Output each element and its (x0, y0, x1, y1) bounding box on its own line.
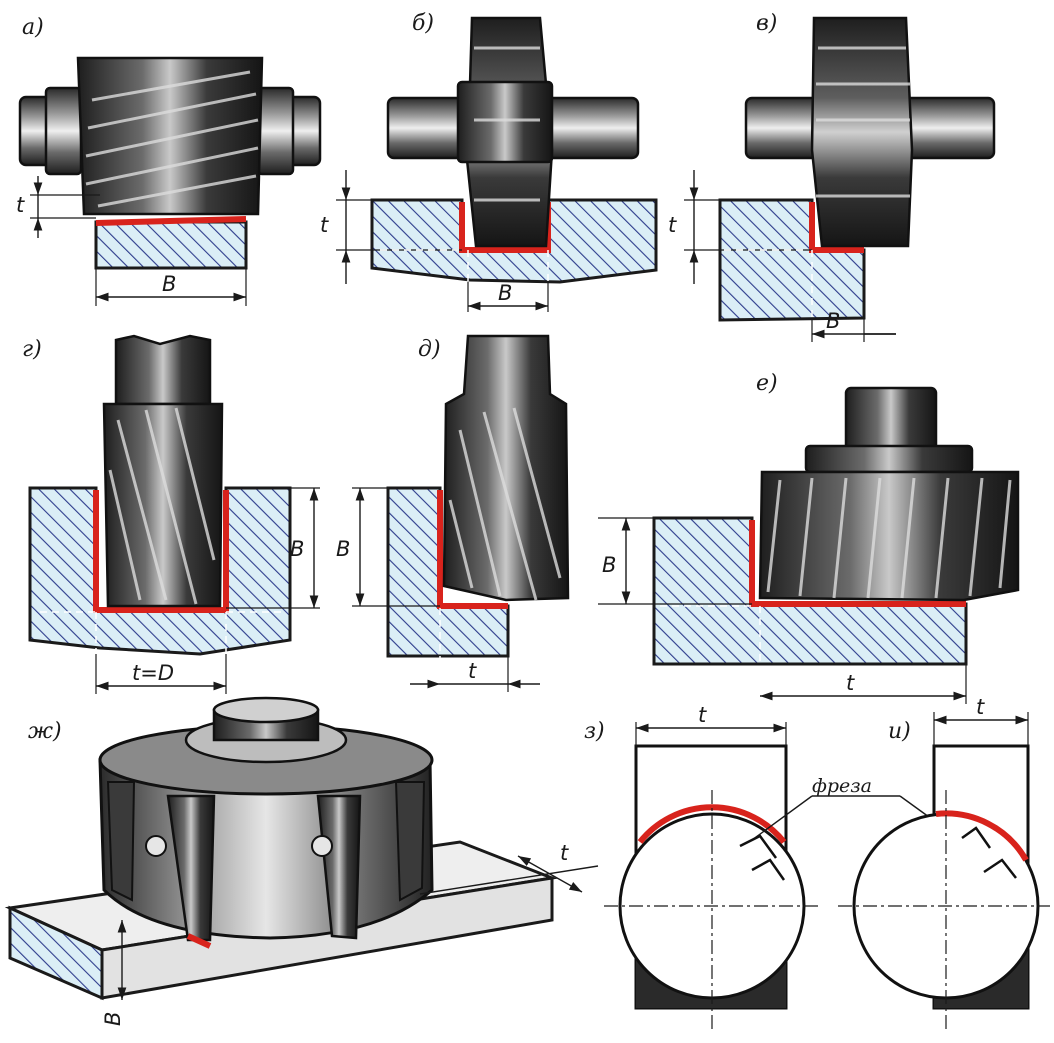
panel-zh-label: ж) (28, 719, 62, 744)
end-mill-icon (102, 334, 224, 608)
dim-B-b: B (498, 281, 512, 305)
panel-b-label: б) (412, 11, 434, 36)
panel-g-label: г) (22, 337, 42, 362)
dim-t-i: t (976, 695, 985, 719)
dim-t-v: t (668, 213, 677, 237)
dim-tD-g: t=D (132, 661, 174, 685)
annotation-freza: фреза (812, 775, 872, 797)
dim-t-z: t (698, 703, 707, 727)
dim-B-zh: B (101, 1012, 125, 1026)
panel-z-label: з) (584, 719, 605, 744)
dim-t-zh: t (560, 841, 569, 865)
end-mill-icon (442, 334, 570, 602)
panel-a: а) t B (16, 15, 322, 306)
workpiece-a (94, 220, 248, 270)
cut-surface-i (935, 810, 1029, 862)
dim-B-a: B (162, 272, 176, 296)
panel-zh: ж) t B (4, 696, 599, 1026)
cylindrical-milling-cutter-icon (758, 386, 1020, 602)
dim-t-d: t (468, 659, 477, 683)
panel-i-label: и) (888, 719, 911, 744)
disk-milling-cutter-icon (744, 16, 996, 248)
dim-t-a: t (16, 193, 25, 217)
panel-e: е) B t (598, 371, 1020, 704)
panel-i: и) t (838, 695, 1050, 1030)
dim-B-g: B (290, 537, 304, 561)
cut-surface-g (93, 490, 229, 613)
panel-e-label: е) (756, 371, 778, 396)
panel-v: в) t B (668, 11, 996, 342)
panel-g: г) B t=D (22, 334, 320, 694)
cylindrical-milling-cutter-icon (18, 56, 322, 216)
dim-t-e: t (846, 671, 855, 695)
cut-surface-a (95, 216, 247, 226)
cut-surface-z (637, 804, 787, 844)
panel-d: д) B t (336, 334, 570, 692)
panel-d-label: д) (418, 337, 441, 362)
panel-b: б) t B (320, 11, 658, 312)
dim-t-b: t (320, 213, 329, 237)
dim-B-d: B (336, 537, 350, 561)
panel-a-label: а) (22, 15, 44, 40)
dim-B-v: B (826, 309, 840, 333)
disk-milling-cutter-icon (386, 16, 640, 248)
panel-z: з) t фреза (584, 703, 959, 1030)
panel-v-label: в) (756, 11, 777, 36)
dim-B-e: B (602, 553, 616, 577)
face-mill-icon (98, 696, 434, 949)
